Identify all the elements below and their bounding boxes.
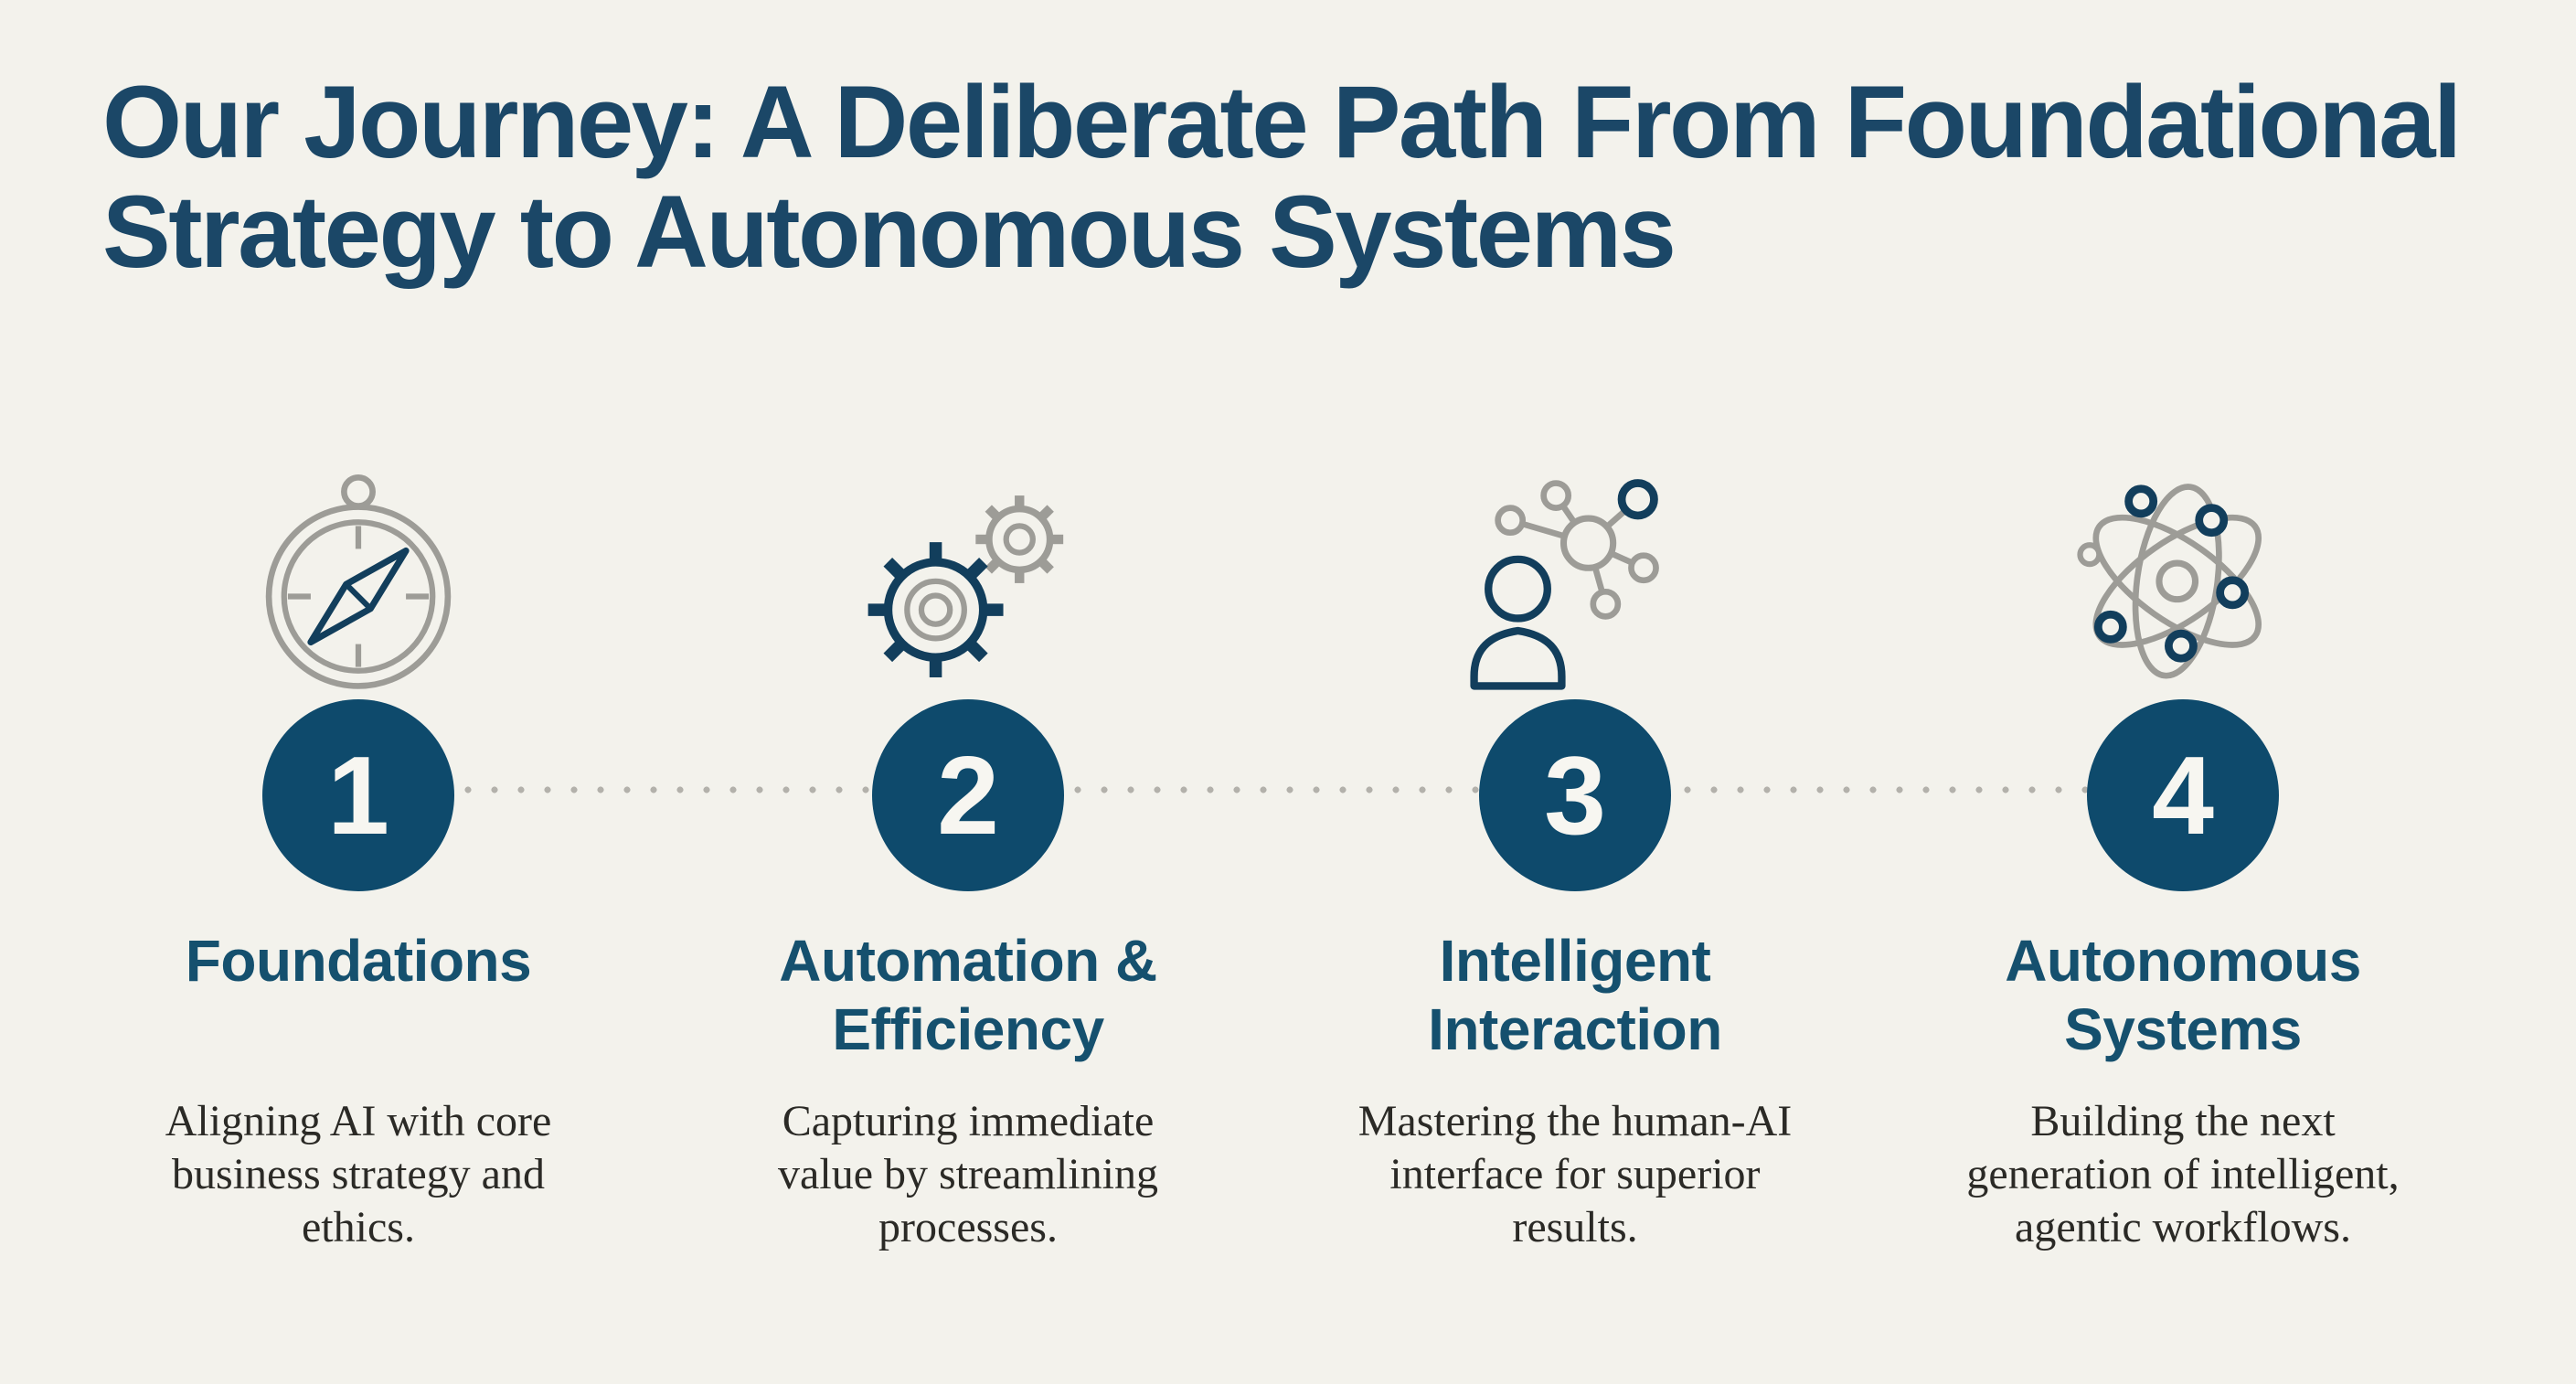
compass-inner-ring	[281, 519, 436, 674]
step-number-badge: 3	[1479, 699, 1671, 891]
page-title: Our Journey: A Deliberate Path From Foun…	[102, 65, 2462, 289]
step-title: Automation & Efficiency	[779, 928, 1157, 1062]
network-hub	[1495, 479, 1659, 620]
step-column-interaction: 3 Intelligent Interaction Mastering the …	[1273, 462, 1877, 1254]
step-number-badge: 2	[872, 699, 1064, 891]
step-2-icon-box	[854, 462, 1082, 699]
compass-crown	[341, 474, 376, 509]
person-silhouette	[1470, 555, 1566, 690]
step-title: Foundations	[185, 928, 532, 994]
step-title: Intelligent Interaction	[1428, 928, 1722, 1062]
step-description: Aligning AI with core business strategy …	[165, 1097, 552, 1252]
compass-needle	[307, 547, 410, 646]
human-network-icon	[1470, 479, 1659, 690]
step-4-icon-box	[2069, 462, 2297, 699]
compass-needle-cross	[344, 581, 373, 612]
compass-icon	[265, 474, 452, 689]
atom-orbits	[2092, 484, 2262, 679]
large-gear	[868, 542, 1004, 678]
small-gear	[975, 495, 1064, 583]
step-description: Building the next generation of intellig…	[1966, 1097, 2400, 1252]
step-description: Mastering the human-AI interface for sup…	[1357, 1097, 1793, 1252]
compass-ticks	[287, 526, 430, 667]
atom-nucleus	[2156, 559, 2199, 603]
dotted-connector-line	[358, 786, 2183, 793]
gears-icon	[868, 495, 1064, 678]
atom-icon	[2077, 484, 2262, 679]
step-number-badge: 4	[2087, 699, 2279, 891]
step-3-icon-box	[1461, 462, 1689, 699]
step-column-autonomous: 4 Autonomous Systems Building the next g…	[1881, 462, 2485, 1254]
step-description: Capturing immediate value by streamlinin…	[778, 1097, 1158, 1252]
step-column-automation: 2 Automation & Efficiency Capturing imme…	[666, 462, 1270, 1254]
atom-electrons	[2093, 484, 2250, 663]
step-number-badge: 1	[262, 699, 454, 891]
atom-gray-electron	[2077, 542, 2102, 568]
step-1-icon-box	[244, 462, 473, 699]
step-column-foundations: 1 Foundations Aligning AI with core busi…	[57, 462, 660, 1254]
step-title: Autonomous Systems	[2005, 928, 2361, 1062]
